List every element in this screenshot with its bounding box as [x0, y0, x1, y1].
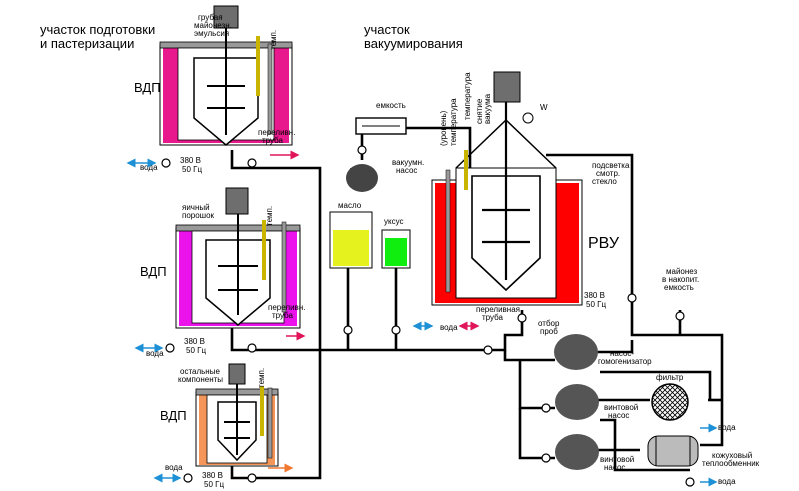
overflow-label-2a: переливн. [268, 303, 305, 312]
overflow-main-2: труба [482, 313, 504, 322]
voltage-rvu: 380 В [584, 291, 605, 300]
vacuum-pump[interactable] [346, 164, 378, 192]
w-label: W [540, 103, 548, 112]
screw-pump-label-2b: насос [604, 463, 625, 472]
vacuum-reactor-rvu[interactable] [431, 71, 583, 306]
rvu-label: РВУ [588, 235, 620, 252]
overflow-label-2b: труба [272, 311, 294, 320]
screw-pump-2[interactable] [555, 434, 599, 470]
filter-label: фильтр [656, 373, 684, 382]
level-label: (уровень) [439, 110, 448, 146]
light-label-3: стекло [592, 177, 617, 186]
homogenizer-pump[interactable] [554, 334, 598, 370]
overflow-main-1: переливная [476, 305, 520, 314]
freq-2: 50 Гц [186, 346, 206, 355]
shell-heat-exchanger[interactable] [647, 435, 699, 467]
oil-tank[interactable] [329, 211, 373, 269]
pasteurizer-tank-1[interactable]: темп. [159, 5, 293, 146]
water-hx-1: вода [718, 423, 736, 432]
section-prep-1: участок подготовки [40, 22, 155, 37]
freq-rvu: 50 Гц [586, 300, 606, 309]
screw-pump-label-2a: винтовой [600, 455, 634, 464]
other-label-2: компоненты [178, 375, 223, 384]
tank-label: емкость [376, 101, 406, 110]
temperature-label-1: температура [449, 98, 458, 146]
valves[interactable] [161, 145, 695, 487]
mayo-label-2: в накопит. [662, 275, 699, 284]
water-1: вода [140, 163, 158, 172]
sampling-label-2: проб [540, 327, 558, 336]
vdp-label-2: ВДП [140, 264, 167, 279]
pasteurizer-tank-2[interactable] [175, 187, 301, 329]
vinegar-tank[interactable] [381, 229, 411, 269]
overflow-label-1a: переливн. [258, 128, 295, 137]
mayo-label-3: емкость [664, 283, 694, 292]
section-vacuum-1: участок [364, 22, 410, 37]
vdp-label-3: ВДП [160, 408, 187, 423]
pipe-network [230, 126, 724, 480]
freq-3: 50 Гц [204, 480, 224, 489]
coarse-label-3: эмульсия [194, 29, 229, 38]
vacuum-release-label-1: снятие [475, 98, 484, 124]
voltage-3: 380 В [202, 471, 223, 480]
egg-label-2: порошок [182, 211, 215, 220]
rvu-motor [493, 71, 521, 103]
water-hx-2: вода [718, 477, 736, 486]
vacuum-pump-label-1: вакуумн. [392, 158, 424, 167]
coarse-label-1: грубая [198, 13, 223, 22]
vacuum-pump-label-2: насос [396, 166, 417, 175]
screw-pump-1[interactable] [555, 384, 599, 420]
homogenizer-label-1: насос- [610, 349, 634, 358]
light-label-2: смотр. [596, 169, 620, 178]
voltage-1: 380 В [180, 156, 201, 165]
temp-label-3: темп. [257, 368, 266, 388]
motor-1 [213, 5, 239, 29]
temp-label: темп. [269, 30, 278, 50]
vdp-label-1: ВДП [134, 80, 161, 95]
screw-pump-label-1b: насос [608, 411, 629, 420]
screw-pump-label-1a: винтовой [604, 403, 638, 412]
hx-label-2: теплообменник [702, 459, 760, 468]
temp-label-2: темп. [265, 206, 274, 226]
hx-label-1: кожуховый [712, 451, 752, 460]
sampling-label-1: отбор [538, 319, 560, 328]
vacuum-tank[interactable] [355, 117, 407, 135]
oil-label: масло [338, 201, 362, 210]
light-label-1: подсветка [592, 161, 630, 170]
water-2: вода [146, 349, 164, 358]
coarse-label-2: майонезн. [194, 21, 232, 30]
freq-1: 50 Гц [182, 165, 202, 174]
water-rvu: вода [440, 323, 458, 332]
pasteurizer-tank-3[interactable] [195, 363, 279, 467]
vacuum-release-label-2: вакуума [483, 93, 492, 124]
other-label-1: остальные [180, 367, 220, 376]
temperature-label-2: температура [463, 72, 472, 120]
mayo-label-1: майонез [666, 267, 698, 276]
section-vacuum-2: вакуумирования [364, 36, 463, 51]
voltage-2: 380 В [184, 337, 205, 346]
homogenizer-label-2: гомогенизатор [598, 357, 652, 366]
overflow-label-1b: труба [262, 136, 284, 145]
motor-3 [228, 363, 246, 385]
egg-label-1: яичный [182, 203, 210, 212]
water-3: вода [165, 463, 183, 472]
motor-2 [225, 187, 249, 215]
vinegar-label: уксус [384, 217, 404, 226]
section-prep-2: и пастеризации [40, 36, 134, 51]
filter[interactable] [651, 383, 689, 421]
